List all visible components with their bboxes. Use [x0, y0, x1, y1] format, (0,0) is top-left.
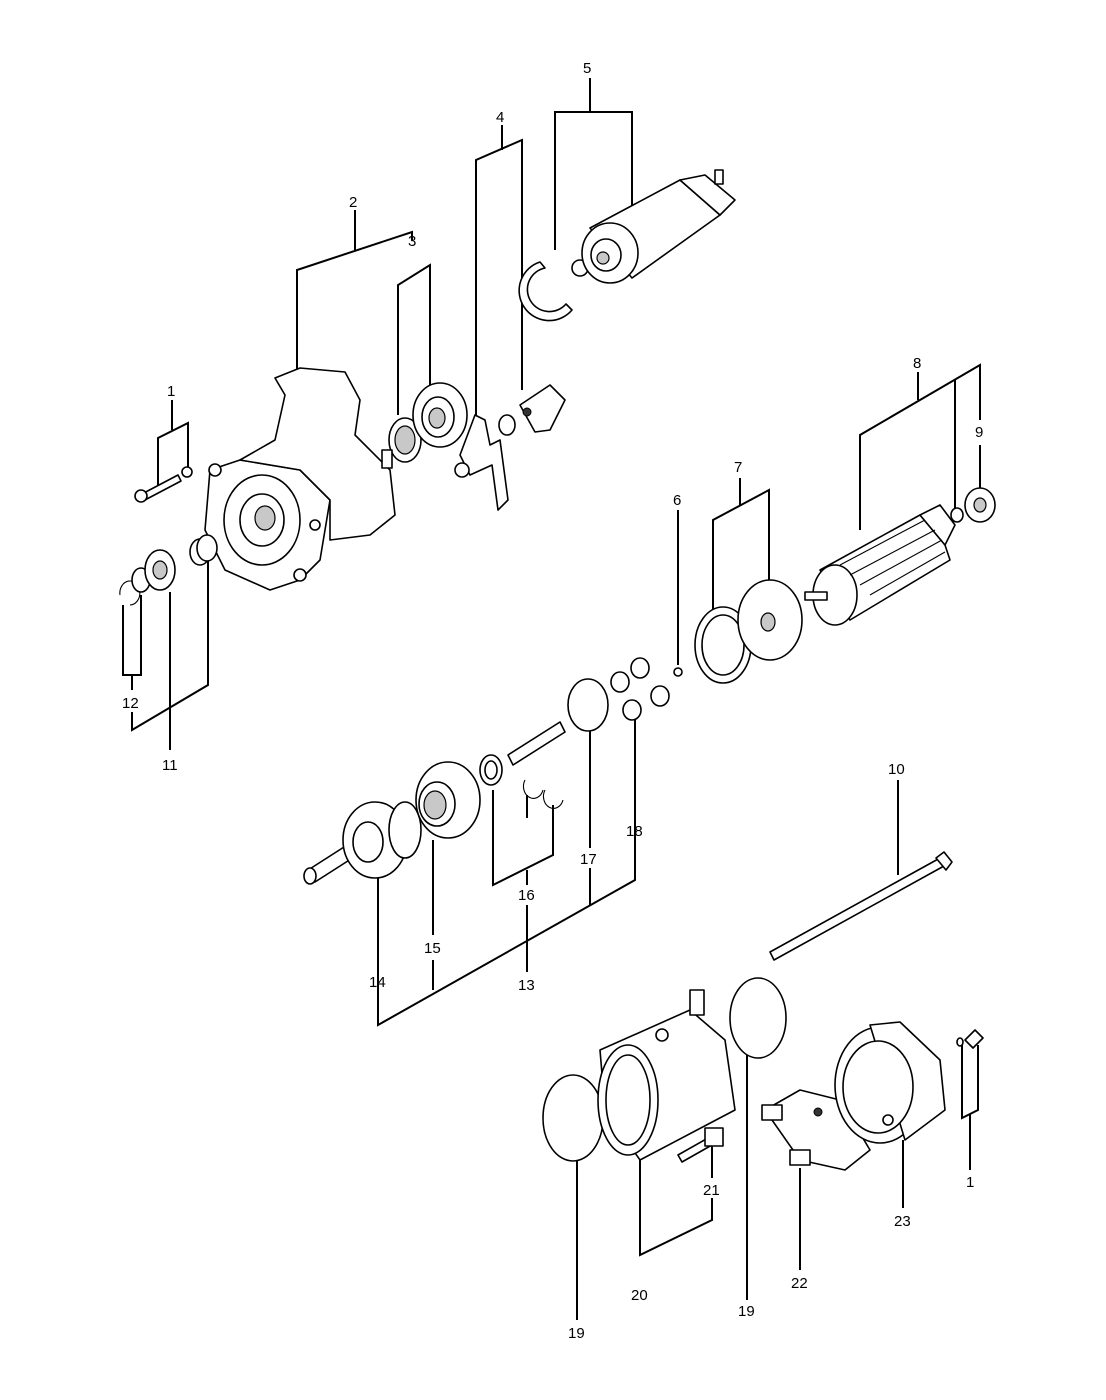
packing-and-plate: [694, 579, 803, 684]
bearing-and-seal: [388, 382, 468, 463]
callout-13: 13: [518, 977, 535, 994]
callout-4: 4: [496, 109, 504, 126]
front-housing: [204, 367, 396, 591]
callout-15: 15: [424, 940, 441, 957]
callout-1-bottom: 1: [966, 1174, 974, 1191]
screw-bottom-right: [956, 1029, 984, 1049]
rear-end-cover: [834, 1021, 946, 1144]
armature: [804, 487, 996, 626]
callout-19-left: 19: [568, 1325, 585, 1342]
callout-17: 17: [580, 851, 597, 868]
brush-spring: [677, 1127, 724, 1163]
callout-10: 10: [888, 761, 905, 778]
solenoid-switch: [518, 169, 736, 322]
callout-22: 22: [791, 1275, 808, 1292]
callout-16: 16: [518, 887, 535, 904]
callout-14: 14: [369, 974, 386, 991]
yoke-assembly: [597, 989, 736, 1161]
callout-12: 12: [122, 695, 139, 712]
leader-lines: [122, 78, 981, 1320]
callout-3: 3: [408, 233, 416, 250]
callout-18: 18: [626, 823, 643, 840]
callout-23: 23: [894, 1213, 911, 1230]
clutch-and-planetary-gears: [303, 657, 670, 885]
callout-labels: 5 4 2 3 1 12 11 6 7 8 9 10 18 17 16 15 1…: [122, 60, 983, 1342]
callout-7: 7: [734, 459, 742, 476]
callout-6: 6: [673, 492, 681, 509]
callout-2: 2: [349, 194, 357, 211]
callout-11: 11: [162, 757, 178, 774]
o-ring-left: [542, 1074, 604, 1162]
callout-8: 8: [913, 355, 921, 372]
steel-ball: [673, 667, 683, 677]
callout-20: 20: [631, 1287, 648, 1304]
shift-lever: [454, 384, 566, 511]
callout-19-right: 19: [738, 1303, 755, 1320]
callout-5: 5: [583, 60, 591, 77]
callout-1-top: 1: [167, 383, 175, 400]
callout-21: 21: [703, 1182, 720, 1199]
bolt-top-left: [134, 466, 193, 503]
o-ring-right: [729, 977, 787, 1059]
callout-9: 9: [975, 424, 983, 441]
through-bolt: [769, 851, 953, 961]
pinion-gear-set: [119, 534, 218, 606]
